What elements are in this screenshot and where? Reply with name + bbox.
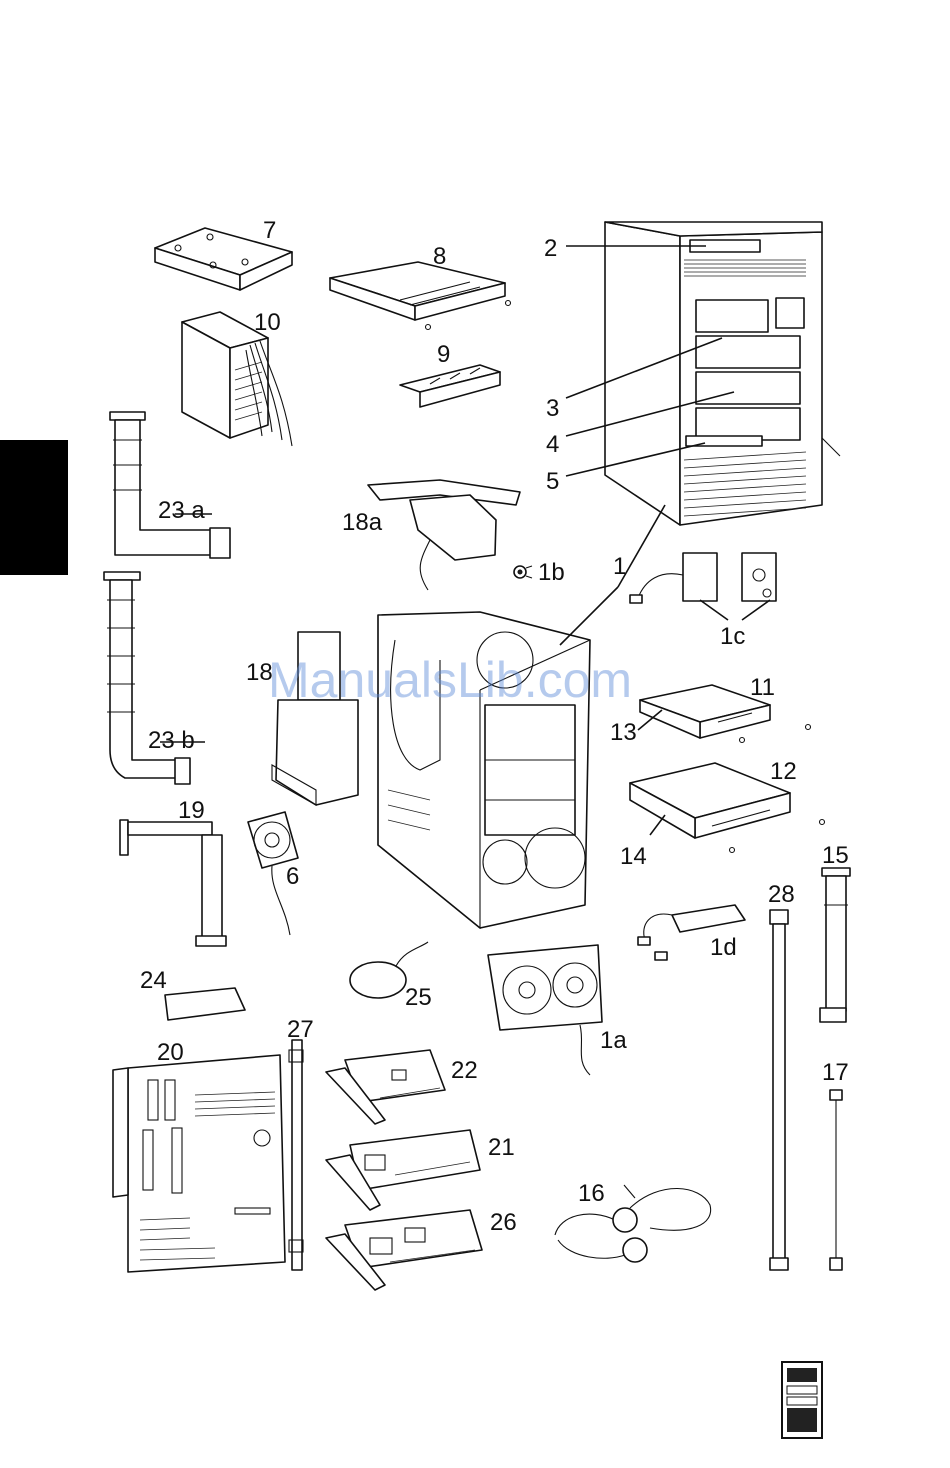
callout-19: 19 (178, 797, 205, 824)
part-19-cable (120, 820, 226, 946)
callout-2: 2 (544, 235, 557, 262)
callout-9: 9 (437, 341, 450, 368)
part-27-bracket (289, 1040, 303, 1270)
part-11-floppy-drive (640, 685, 811, 743)
callout-8: 8 (433, 243, 446, 270)
callout-20: 20 (157, 1039, 184, 1066)
callout-23b: 23 b (148, 727, 195, 754)
part-1c-lock-assembly (630, 553, 776, 603)
tower-thumbnail-icon (782, 1362, 822, 1438)
callout-11: 11 (750, 674, 775, 701)
callout-25: 25 (405, 984, 432, 1011)
part-24-card (165, 988, 245, 1020)
callout-6: 6 (286, 863, 299, 890)
callout-1b: 1b (538, 559, 565, 586)
part-22-network-card (326, 1050, 445, 1124)
callout-26: 26 (490, 1209, 517, 1236)
part-17-cable (830, 1090, 842, 1270)
part-20-motherboard (113, 1055, 285, 1272)
part-18a-air-duct (368, 480, 520, 590)
callout-22: 22 (451, 1057, 478, 1084)
callout-23a: 23 a (158, 497, 205, 524)
callout-27: 27 (287, 1016, 314, 1043)
callout-7: 7 (263, 217, 276, 244)
part-15-cable (820, 868, 850, 1022)
callout-1c: 1c (720, 623, 745, 650)
callout-18a: 18a (342, 509, 383, 536)
part-21-graphics-card (326, 1130, 480, 1210)
callout-3: 3 (546, 395, 559, 422)
callout-1a: 1a (600, 1027, 627, 1054)
callout-1d: 1d (710, 934, 737, 961)
part-26-scsi-card (326, 1210, 482, 1290)
part-1a-dual-fan (488, 945, 602, 1075)
callout-1: 1 (613, 553, 626, 580)
part-9-rail (400, 365, 500, 407)
part-23a-flat-cable (110, 412, 230, 558)
callout-13: 13 (610, 719, 637, 746)
callout-17: 17 (822, 1059, 849, 1086)
callout-28: 28 (768, 881, 795, 908)
watermark: ManualsLib.com (268, 652, 632, 708)
callout-12: 12 (770, 758, 797, 785)
callout-10: 10 (254, 309, 281, 336)
callout-24: 24 (140, 967, 167, 994)
callout-5: 5 (546, 468, 559, 495)
callout-16: 16 (578, 1180, 605, 1207)
part-8-drive-bracket (330, 262, 511, 330)
callout-4: 4 (546, 431, 559, 458)
callout-14: 14 (620, 843, 647, 870)
part-1-tower-front (605, 222, 840, 525)
callout-15: 15 (822, 842, 849, 869)
callout-21: 21 (488, 1134, 515, 1161)
part-28-cable (770, 910, 788, 1270)
part-1b-thumbscrew (514, 566, 532, 578)
